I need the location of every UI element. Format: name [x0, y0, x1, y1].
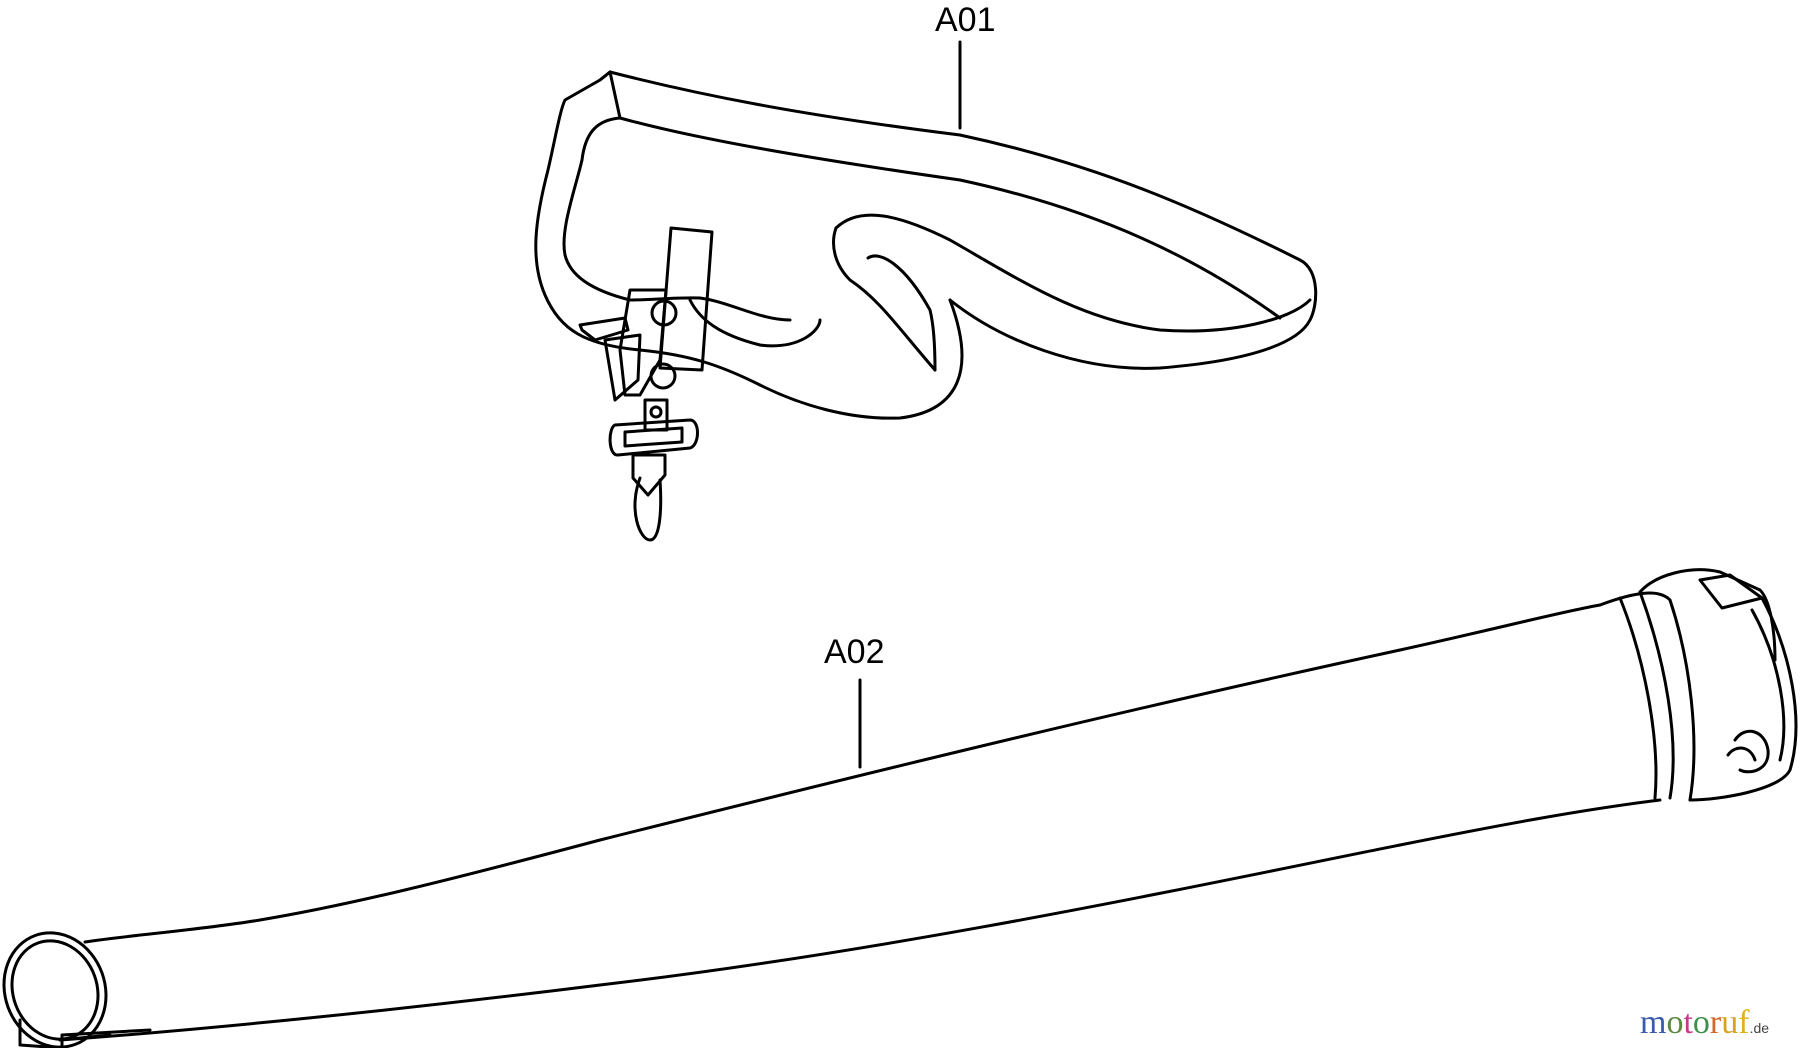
watermark-letter: f — [1738, 1004, 1750, 1041]
part-label-a02: A02 — [824, 633, 885, 671]
watermark-letter: m — [1640, 1004, 1667, 1041]
part-a01-strap — [534, 70, 1318, 420]
watermark-logo: motoruf.de — [1640, 1004, 1769, 1042]
part-a01-clip — [578, 226, 714, 542]
watermark-letter: u — [1721, 1004, 1739, 1041]
watermark-letter: o — [1666, 1004, 1684, 1041]
watermark-letter: o — [1692, 1004, 1710, 1041]
part-a02-tube — [2, 568, 1798, 1048]
watermark-letter: t — [1683, 1004, 1693, 1041]
watermark-letter: r — [1709, 1004, 1722, 1041]
watermark-tld: .de — [1749, 1020, 1770, 1036]
part-label-a01: A01 — [935, 1, 996, 39]
